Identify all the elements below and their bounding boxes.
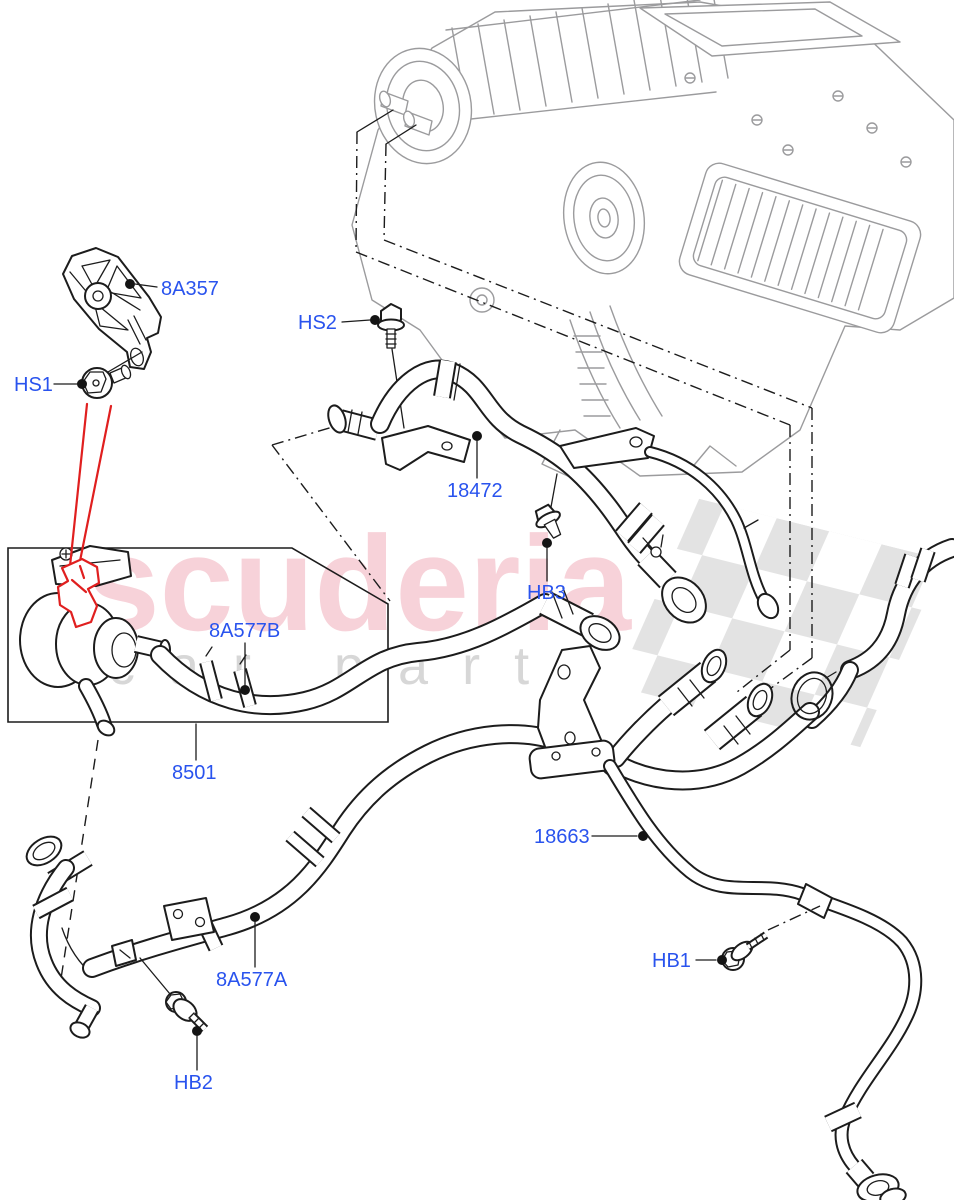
label-18472: 18472 bbox=[447, 431, 503, 502]
part-hose-8A577A-drawing bbox=[25, 724, 622, 1039]
label-HB3: HB3 bbox=[527, 538, 566, 604]
heater-core-ports bbox=[378, 90, 433, 136]
part-hose-18472-drawing bbox=[327, 359, 780, 624]
label-8501: 8501 bbox=[172, 723, 217, 784]
part-label-HB3[interactable]: HB3 bbox=[527, 582, 566, 604]
screw-icons bbox=[684, 72, 912, 168]
part-label-8A357[interactable]: 8A357 bbox=[161, 278, 219, 300]
label-HS2: HS2 bbox=[298, 312, 380, 334]
heater-unit-drawing bbox=[351, 0, 954, 479]
label-HS1: HS1 bbox=[14, 374, 87, 396]
label-8A577A: 8A577A bbox=[216, 912, 288, 991]
projection-lines bbox=[57, 109, 813, 999]
bolt-HS1-drawing bbox=[81, 364, 132, 399]
pump-location-line bbox=[57, 739, 99, 999]
label-18663: 18663 bbox=[534, 826, 648, 848]
part-hose-8A577B-drawing bbox=[150, 587, 621, 716]
blower-housing-center bbox=[562, 161, 646, 275]
label-8A577B: 8A577B bbox=[209, 620, 280, 695]
bolt-HB3-drawing bbox=[534, 473, 562, 539]
part-label-8501[interactable]: 8501 bbox=[172, 762, 217, 784]
part-hose-18663-drawing bbox=[528, 538, 954, 1200]
brand-watermark-text: scuderia bbox=[86, 508, 632, 659]
part-label-HB1[interactable]: HB1 bbox=[652, 950, 691, 972]
bolt-HB1-drawing bbox=[721, 905, 821, 971]
part-label-18472[interactable]: 18472 bbox=[447, 480, 503, 502]
part-label-18663[interactable]: 18663 bbox=[534, 826, 590, 848]
blower-motor-cover bbox=[678, 162, 922, 334]
part-label-8A577B[interactable]: 8A577B bbox=[209, 620, 280, 642]
part-bracket-8A357-drawing bbox=[62, 247, 162, 373]
label-HB2: HB2 bbox=[174, 1026, 213, 1094]
bolt-HB2-drawing bbox=[139, 957, 209, 1033]
part-label-HB2[interactable]: HB2 bbox=[174, 1072, 213, 1094]
part-label-HS2[interactable]: HS2 bbox=[298, 312, 337, 334]
label-8A357: 8A357 bbox=[125, 278, 219, 300]
part-labels: 8A357 HS1 HS2 18472 HB3 8A577B 8501 8A5 bbox=[14, 278, 727, 1094]
label-HB1: HB1 bbox=[652, 950, 727, 972]
part-label-HS1[interactable]: HS1 bbox=[14, 374, 53, 396]
part-label-8A577A[interactable]: 8A577A bbox=[216, 969, 288, 991]
highlight-red-clip bbox=[56, 402, 113, 629]
